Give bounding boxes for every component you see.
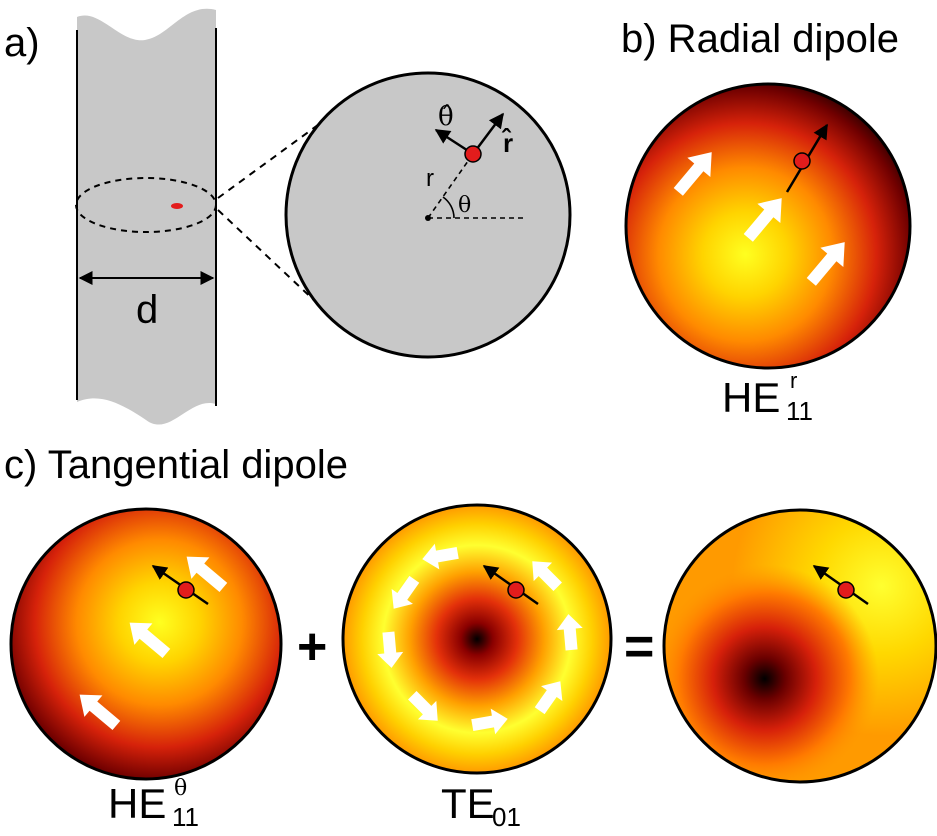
zoom-line-bottom [217,209,319,305]
zoom-line-top [217,121,323,199]
field-arrows [377,543,583,735]
panel-b-label: b) Radial dipole [621,17,899,61]
dipole-point [793,152,811,170]
tangential-he11-mode [9,507,283,781]
equals-sign: = [624,618,654,676]
r-hat-label: r̂ [502,127,514,158]
dipole-point [464,145,482,163]
mode-label-c1: HE 11 θ [108,776,199,832]
cross-section-ellipse [75,177,217,233]
angle-arc [442,196,455,219]
svg-text:r: r [790,368,797,393]
svg-text:11: 11 [172,802,199,832]
dipole-point [507,581,525,599]
svg-text:HE: HE [108,780,166,827]
dipole-point [837,581,855,599]
theta-hat-label: θ̂ [438,102,454,132]
sum-mode [662,508,937,784]
svg-text:HE: HE [722,374,780,421]
mode-label-b: HE 11 r [722,368,813,426]
te01-mode [341,503,613,775]
field-arrows [673,152,845,286]
panel-c-label: c) Tangential dipole [4,443,348,487]
svg-text:01: 01 [492,802,521,832]
dipole-marker [171,203,183,209]
angle-label: θ [458,193,471,218]
svg-text:11: 11 [786,396,813,426]
fiber-body: d [75,8,217,425]
plus-sign: + [297,618,327,676]
dipole-point [177,581,195,599]
field-arrows [79,556,228,731]
svg-text:θ: θ [174,776,187,801]
magnified-cross-section: θ r θ̂ r̂ [284,71,572,359]
svg-text:TE: TE [441,780,495,827]
panel-a-label: a) [4,21,40,65]
diameter-label: d [136,288,158,332]
mode-label-c2: TE 01 [441,780,521,832]
radial-dipole-he11-mode [624,82,912,370]
radius-label: r [426,165,434,192]
